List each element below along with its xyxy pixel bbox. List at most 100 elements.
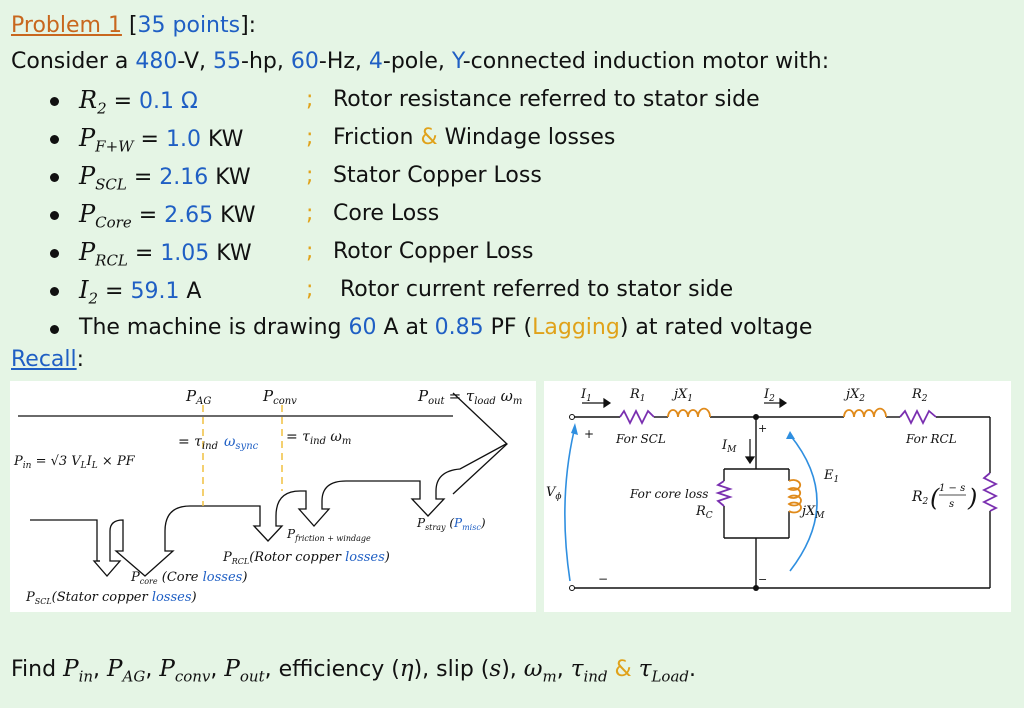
equals: = <box>131 203 165 228</box>
r2-label: R2 <box>911 387 928 404</box>
given-description: Rotor Copper Loss <box>333 239 534 264</box>
find-efficiency: , efficiency ( <box>264 657 400 682</box>
symbol-sub: Core <box>95 213 132 232</box>
stray-label: Pstray (Pmisc) <box>416 516 486 532</box>
flow-bottom-conv <box>275 490 307 517</box>
find-sep: , <box>93 657 108 682</box>
equals: = <box>133 127 166 152</box>
given-value: 2.16 <box>159 165 209 190</box>
pag-label: PAG <box>185 387 211 407</box>
load-paren-close: ) <box>967 484 977 512</box>
jxm-inductor <box>787 479 802 514</box>
intro-voltage: 480 <box>135 49 178 74</box>
find-pout: P <box>224 656 240 682</box>
find-sep: , <box>145 657 160 682</box>
i2-arrow <box>779 397 788 409</box>
scl-arrow <box>92 531 122 577</box>
drawing-text: The machine is drawing 60 A at 0.85 PF (… <box>79 314 812 342</box>
plus-mid: + <box>758 422 767 435</box>
scl-branch <box>96 531 100 562</box>
rcl-label: PRCL(Rotor copper losses) <box>222 550 390 566</box>
terminal-bottom <box>569 585 575 591</box>
intro-connection: Y <box>451 49 463 74</box>
points-close: ]: <box>240 13 257 38</box>
symbol-letter: P <box>79 238 96 266</box>
find-wm-sub: m <box>542 667 557 686</box>
pconv-label: Pconv <box>262 387 297 407</box>
flow-arrow-head <box>452 392 508 495</box>
problem-intro: Consider a 480-V, 55-hp, 60-Hz, 4-pole, … <box>11 48 829 76</box>
e1-arc <box>789 434 818 572</box>
fw-label: Pfriction + windage <box>286 527 371 543</box>
i2-label: I2 <box>763 387 775 404</box>
semicolon: ; <box>306 87 314 112</box>
symbol-letter: I <box>79 276 89 304</box>
vphi-arrowhead <box>571 423 578 435</box>
intro-hp-unit: -hp, <box>241 49 291 74</box>
jxm-label: jXM <box>799 504 825 521</box>
intro-hp: 55 <box>213 49 242 74</box>
load-denominator: s <box>949 499 954 510</box>
jx1-label: jX1 <box>671 387 693 404</box>
r1-label: R1 <box>629 387 646 404</box>
symbol-sub: 2 <box>97 99 107 118</box>
equivalent-circuit: I1 R1 jX1 I2 jX2 R2 For SCL For RCL IM E… <box>544 381 1011 612</box>
ampersand: & <box>420 125 438 150</box>
bullet <box>50 97 59 106</box>
r2-resistor <box>899 408 937 426</box>
drawing-pf: 0.85 <box>434 315 484 340</box>
recall-label: Recall <box>11 347 77 372</box>
jx2-inductor <box>843 407 887 418</box>
intro-suffix: -connected induction motor with: <box>462 49 830 74</box>
find-tload-sub: Load <box>651 667 689 686</box>
terminal-top <box>569 414 575 420</box>
e1-label: E1 <box>823 468 839 485</box>
given-value: 59.1 <box>130 279 180 304</box>
find-prefix: Find <box>11 657 64 682</box>
core-arrow <box>114 531 175 577</box>
given-unit: KW <box>208 165 251 190</box>
find-pin: P <box>63 656 79 682</box>
i1-label: I1 <box>580 387 592 404</box>
pout-label: Pout= τload ωm <box>417 387 522 407</box>
node-top <box>753 414 759 420</box>
given-unit: KW <box>209 241 252 266</box>
symbol-sub: 2 <box>88 289 99 308</box>
im-label: IM <box>721 438 737 455</box>
intro-prefix: Consider a <box>11 49 136 74</box>
intro-voltage-unit: -V, <box>177 49 214 74</box>
given-description: Rotor current referred to stator side <box>340 277 734 302</box>
find-sep: , <box>210 657 225 682</box>
desc-part: Friction <box>333 125 421 150</box>
circuit-svg: I1 R1 jX1 I2 jX2 R2 For SCL For RCL IM E… <box>546 387 999 591</box>
bullet <box>50 211 59 220</box>
find-pin-sub: in <box>78 667 94 686</box>
load-paren-open: ( <box>930 484 940 512</box>
r1-resistor <box>619 408 655 426</box>
plus-left: + <box>584 427 594 441</box>
find-pag-sub: AG <box>122 667 146 686</box>
bullet <box>50 173 59 182</box>
given-symbol: PCore = 2.65 KW <box>79 200 256 236</box>
vphi-label: Vϕ <box>546 485 562 502</box>
flow-bottom-start <box>30 519 98 531</box>
drawing-part: PF ( <box>483 315 533 340</box>
drawing-lagging: Lagging <box>532 315 620 340</box>
equals: = <box>106 89 140 114</box>
bullet <box>50 287 59 296</box>
given-description: Friction & Windage losses <box>333 124 615 152</box>
equals: = <box>98 279 131 304</box>
desc-part: Windage losses <box>437 125 616 150</box>
bullet <box>50 249 59 258</box>
points-open: [ <box>128 13 138 38</box>
find-wm: ω <box>523 656 543 682</box>
semicolon: ; <box>306 125 314 150</box>
intro-poles: 4 <box>368 49 383 74</box>
semicolon: ; <box>306 201 314 226</box>
scl-label: PSCL(Stator copper losses) <box>25 590 197 606</box>
im-arrow <box>744 456 756 465</box>
symbol-letter: R <box>79 86 98 114</box>
intro-freq-unit: -Hz, <box>318 49 369 74</box>
